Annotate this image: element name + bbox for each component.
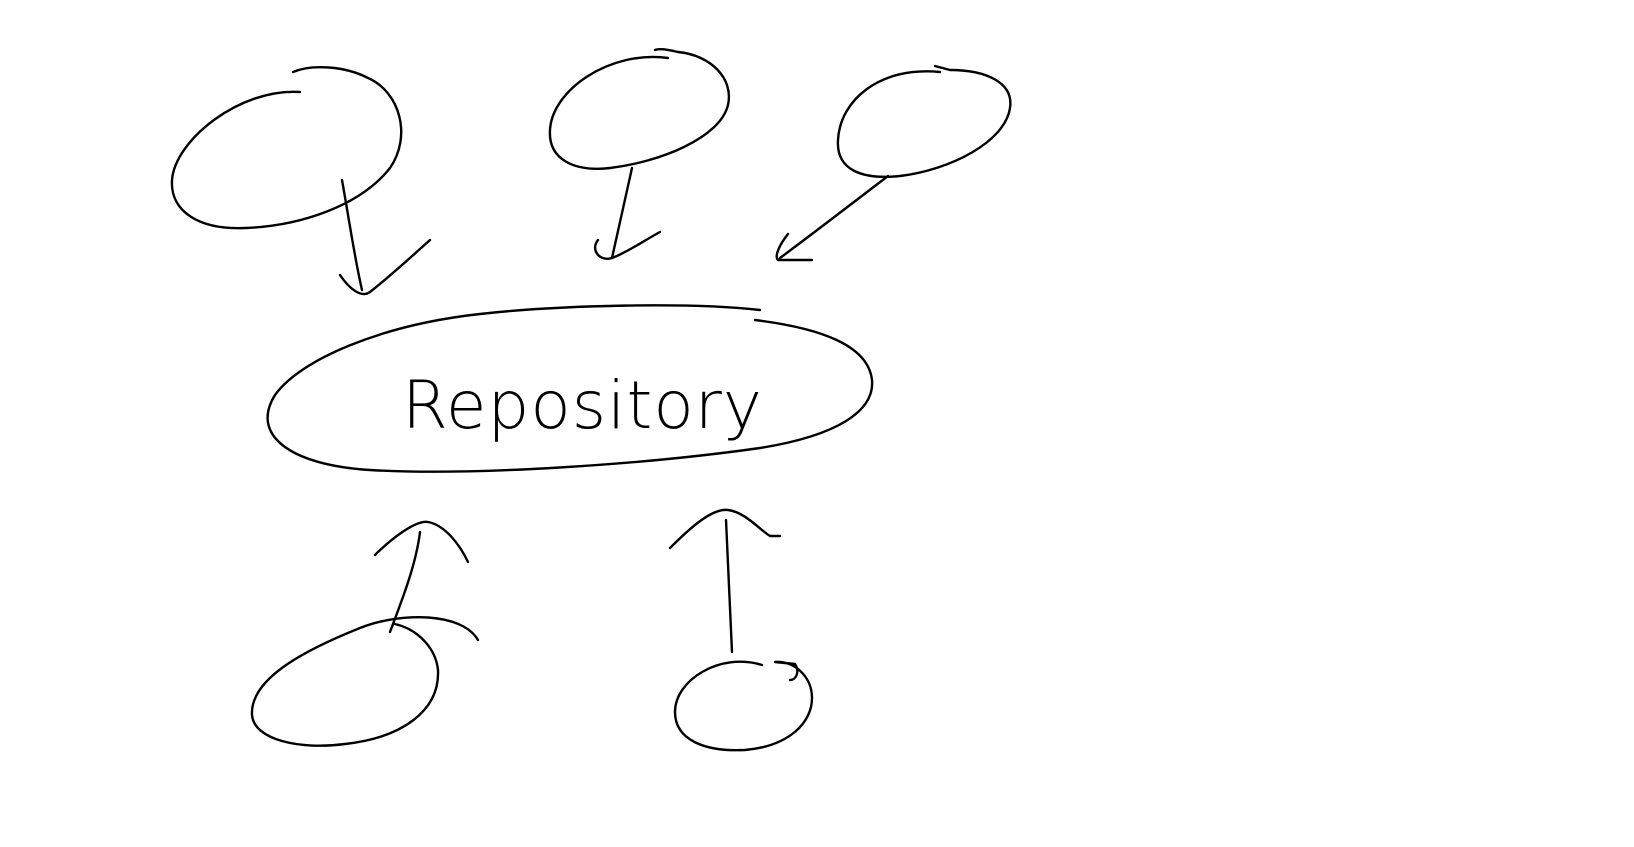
node-top-middle-outline — [548, 47, 731, 170]
arrow-bottom-left-shaft — [388, 530, 422, 634]
node-bottom-right-outline — [673, 660, 814, 752]
arrow-bottom-left-head — [373, 520, 470, 564]
node-top-left — [170, 66, 432, 296]
node-top-left-outline — [170, 66, 403, 230]
node-bottom-left — [250, 520, 480, 747]
node-top-middle — [548, 47, 731, 260]
arrow-bottom-right-head — [668, 508, 782, 550]
arrow-top-right-shaft — [778, 174, 890, 260]
arrow-top-right-head — [775, 232, 814, 262]
node-top-right — [775, 64, 1012, 262]
repository-node-outline — [266, 304, 874, 473]
repository-node: Repository — [266, 304, 874, 473]
node-bottom-right — [668, 508, 814, 752]
node-bottom-left-outline — [250, 616, 480, 747]
arrow-top-left-shaft — [340, 178, 364, 292]
arrow-top-left-head — [338, 238, 432, 296]
arrow-top-middle-shaft — [610, 166, 634, 260]
arrow-top-middle-head — [593, 230, 662, 260]
repository-label: Repository — [402, 367, 763, 444]
node-top-right-outline — [836, 64, 1012, 178]
arrow-bottom-right-shaft — [724, 518, 734, 654]
